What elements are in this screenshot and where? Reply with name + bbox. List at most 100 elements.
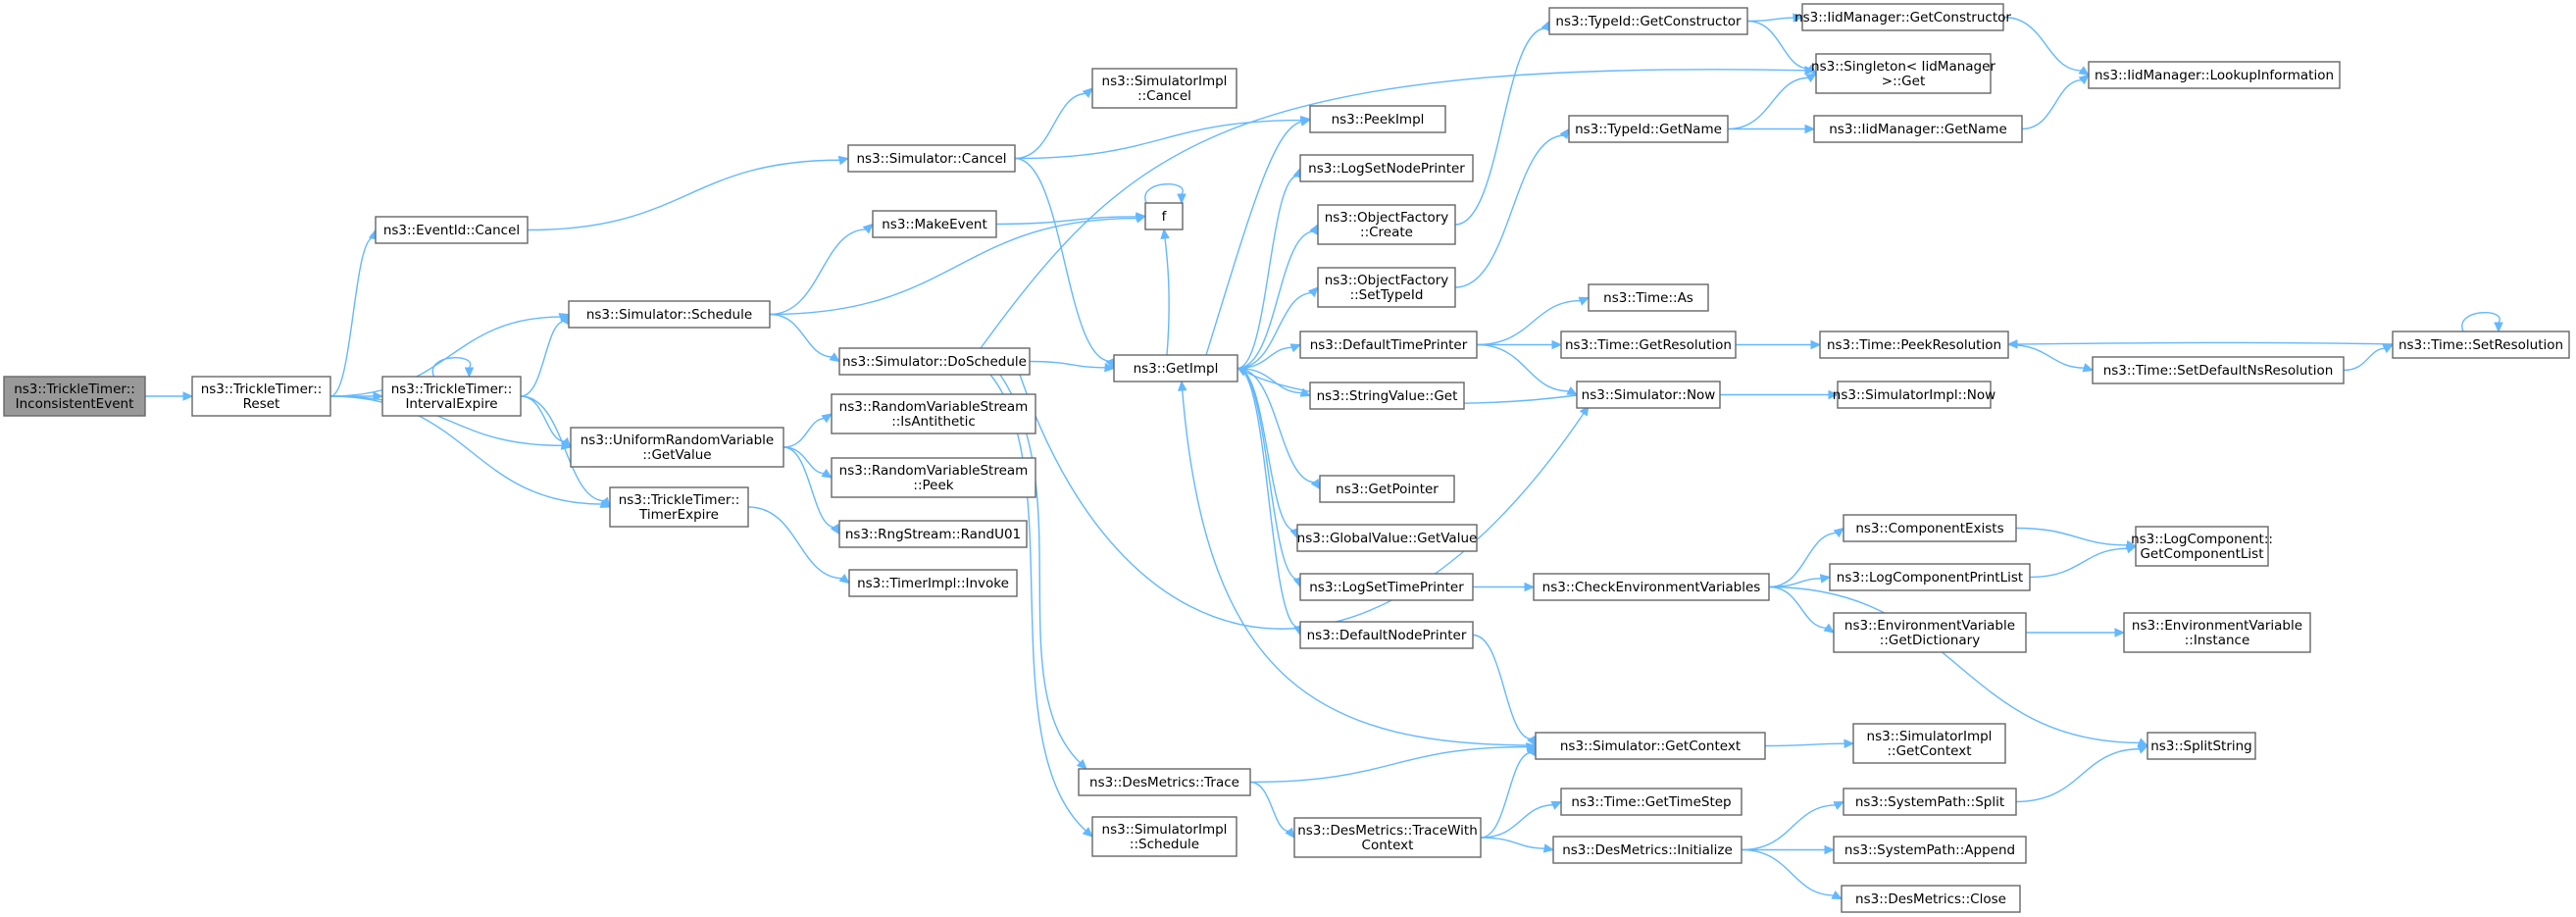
function-node[interactable]: ns3::SimulatorImpl::GetContext [1852, 723, 2006, 764]
node-box [1535, 732, 1766, 760]
function-node[interactable]: ns3::TrickleTimer::TimerExpire [609, 486, 749, 528]
node-label: InconsistentEvent [16, 396, 134, 412]
node-label: ns3::TypeId::GetConstructor [1555, 14, 1742, 29]
node-label: ns3::Time::GetTimeStep [1571, 794, 1731, 810]
arrowhead-icon [1833, 800, 1845, 810]
function-node[interactable]: ns3::Simulator::Schedule [568, 300, 771, 329]
function-node[interactable]: ns3::CheckEnvironmentVariables [1533, 573, 1770, 601]
arrowhead-icon [1104, 362, 1116, 373]
function-node[interactable]: ns3::EventId::Cancel [375, 216, 529, 244]
function-node[interactable]: ns3::GetPointer [1319, 475, 1455, 503]
function-node[interactable]: ns3::TrickleTimer::Reset [191, 376, 331, 417]
function-node[interactable]: ns3::GetImpl [1113, 354, 1238, 382]
node-label: ns3::EventId::Cancel [383, 223, 520, 238]
function-node[interactable]: ns3::IidManager::LookupInformation [2088, 61, 2341, 89]
node-label: IntervalExpire [405, 396, 497, 412]
function-node[interactable]: ns3::Simulator::Cancel [847, 144, 1016, 173]
arrowhead-icon [373, 391, 384, 401]
function-node[interactable]: ns3::Simulator::Now [1576, 381, 1721, 409]
call-edge [1237, 367, 1321, 490]
node-box [1843, 514, 2017, 542]
function-node[interactable]: ns3::SimulatorImpl::Cancel [1091, 68, 1237, 109]
function-node[interactable]: ns3::DesMetrics::Close [1841, 885, 2021, 913]
function-node[interactable]: ns3::DefaultTimePrinter [1299, 331, 1478, 359]
node-box [1299, 154, 1474, 182]
function-node[interactable]: ns3::Time::GetTimeStep [1560, 788, 1743, 816]
edge-line [527, 159, 841, 231]
function-node[interactable]: ns3::LogComponent::GetComponentList [2131, 526, 2273, 567]
function-node[interactable]: ns3::SystemPath::Split [1843, 788, 2017, 816]
function-node[interactable]: ns3::SplitString [2147, 732, 2256, 760]
edge-line [2021, 78, 2083, 130]
node-label: ns3::SimulatorImpl [1102, 74, 1228, 89]
arrowhead-icon [862, 223, 874, 234]
function-node[interactable]: ns3::LogSetTimePrinter [1299, 573, 1474, 601]
edge-line [1237, 346, 1293, 370]
function-node[interactable]: ns3::TimerImpl::Invoke [848, 569, 1018, 597]
edge-line [783, 446, 835, 529]
function-node[interactable]: ns3::TypeId::GetConstructor [1548, 7, 1748, 35]
function-node[interactable]: ns3::DesMetrics::Trace [1078, 768, 1251, 796]
function-node[interactable]: f [1144, 202, 1184, 230]
edge-line [1746, 20, 1810, 70]
function-node[interactable]: ns3::EnvironmentVariable::GetDictionary [1833, 612, 2027, 653]
node-label: ns3::MakeEvent [882, 217, 987, 232]
function-node[interactable]: ns3::Simulator::DoSchedule [838, 347, 1031, 376]
function-node[interactable]: ns3::IidManager::GetName [1813, 115, 2023, 143]
function-node[interactable]: ns3::Time::SetDefaultNsResolution [2092, 356, 2345, 384]
function-node[interactable]: ns3::RandomVariableStream::IsAntithetic [831, 393, 1036, 434]
arrowhead-icon [2082, 363, 2095, 373]
function-node[interactable]: ns3::EnvironmentVariable::Instance [2123, 612, 2311, 653]
function-node[interactable]: ns3::TrickleTimer::IntervalExpire [381, 376, 522, 417]
function-node[interactable]: ns3::MakeEvent [872, 210, 997, 238]
function-node[interactable]: ns3::RandomVariableStream::Peek [831, 457, 1036, 498]
function-node[interactable]: ns3::StringValue::Get [1309, 382, 1465, 410]
function-node[interactable]: ns3::DesMetrics::Initialize [1552, 836, 1743, 864]
arrowhead-icon [1160, 228, 1170, 239]
node-label: ns3::Simulator::GetContext [1560, 739, 1741, 754]
function-node[interactable]: ns3::Singleton< IidManager >::Get [1811, 53, 1995, 94]
function-node[interactable]: ns3::Simulator::GetContext [1535, 732, 1766, 760]
function-node[interactable]: ns3::Time::GetResolution [1560, 331, 1737, 359]
root-function-node[interactable]: ns3::TrickleTimer::InconsistentEvent [3, 376, 146, 417]
node-box [1813, 115, 2023, 143]
function-node[interactable]: ns3::IidManager::GetConstructor [1794, 3, 2011, 31]
edge-line [1144, 182, 1184, 204]
node-label: ns3::ObjectFactory [1325, 273, 1449, 288]
function-node[interactable]: ns3::RngStream::RandU01 [838, 520, 1028, 548]
edge-line [1014, 92, 1087, 160]
arrowhead-icon [464, 367, 475, 379]
function-node[interactable]: ns3::DefaultNodePrinter [1299, 621, 1474, 649]
arrowhead-icon [1793, 13, 1804, 23]
function-node[interactable]: ns3::Time::PeekResolution [1819, 331, 2009, 359]
function-node[interactable]: ns3::SimulatorImpl::Now [1833, 381, 1995, 409]
edge-line [1249, 781, 1290, 833]
edge-line [1768, 532, 1838, 588]
arrowhead-icon [1082, 87, 1093, 98]
node-label: ns3::LogComponent:: [2131, 532, 2273, 547]
call-edge [2002, 16, 2091, 76]
function-node[interactable]: ns3::PeekImpl [1309, 105, 1446, 133]
function-node[interactable]: ns3::SimulatorImpl::Schedule [1091, 816, 1237, 857]
edge-line [431, 356, 472, 378]
function-node[interactable]: ns3::ObjectFactory::Create [1317, 204, 1456, 245]
function-node[interactable]: ns3::GlobalValue::GetValue [1296, 524, 1478, 552]
node-box [1113, 354, 1238, 382]
function-node[interactable]: ns3::UniformRandomVariable::GetValue [570, 427, 784, 468]
edge-line [769, 313, 833, 358]
function-node[interactable]: ns3::ObjectFactory::SetTypeId [1317, 267, 1456, 308]
node-label: ns3::TypeId::GetName [1575, 122, 1722, 137]
node-box [831, 457, 1036, 498]
function-node[interactable]: ns3::LogSetNodePrinter [1299, 154, 1474, 182]
function-node[interactable]: ns3::Time::As [1588, 283, 1709, 312]
call-edge [783, 446, 833, 479]
function-node[interactable]: ns3::Time::SetResolution [2392, 331, 2570, 359]
arrowhead-icon [821, 413, 833, 424]
function-node[interactable]: ns3::TypeId::GetName [1568, 115, 1729, 143]
function-node[interactable]: ns3::ComponentExists [1843, 514, 2017, 542]
function-node[interactable]: ns3::LogComponentPrintList [1829, 563, 2031, 591]
call-edge [1741, 800, 1845, 851]
function-node[interactable]: ns3::SystemPath::Append [1833, 836, 2027, 864]
node-box [1299, 573, 1474, 601]
